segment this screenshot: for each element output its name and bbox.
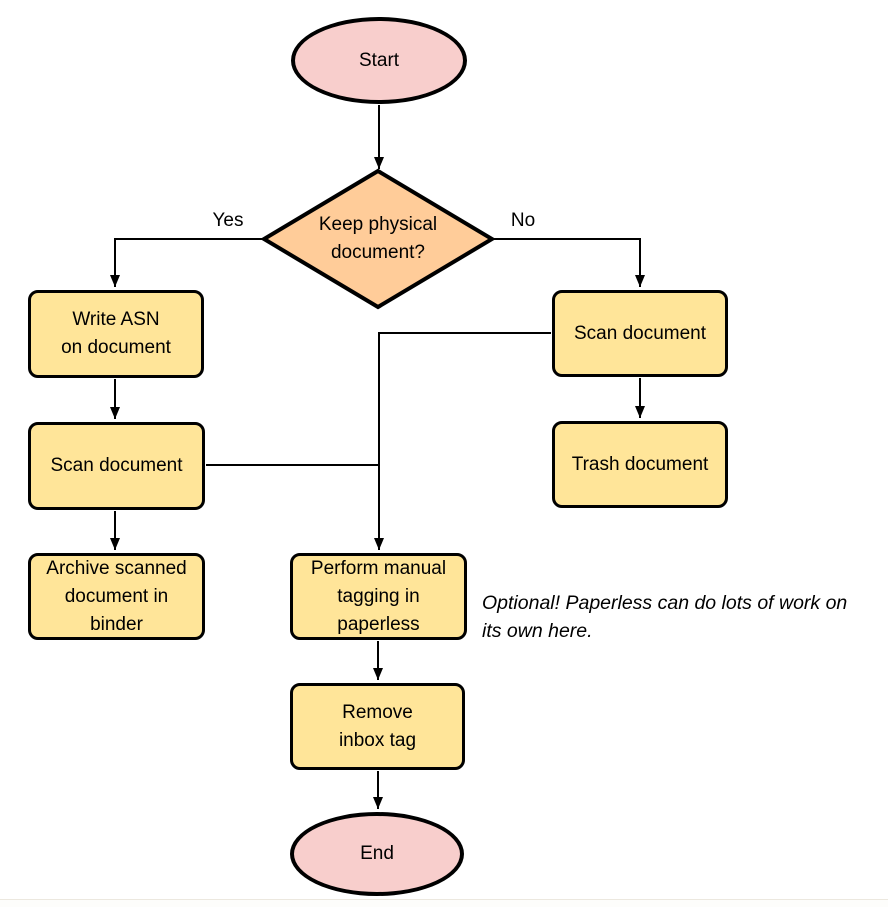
node-end: End xyxy=(290,812,464,896)
node-trash-document: Trash document xyxy=(552,421,728,508)
node-remove-inbox-tag-label: Remove inbox tag xyxy=(338,701,417,751)
node-scan-document-right: Scan document xyxy=(552,290,728,377)
edge-label-no: No xyxy=(510,210,536,231)
node-start-label: Start xyxy=(358,49,400,71)
node-archive-binder-label: Archive scanned document in binder xyxy=(46,557,187,635)
page-bottom-strip xyxy=(0,900,888,907)
node-start: Start xyxy=(291,17,467,104)
node-manual-tagging-label: Perform manual tagging in paperless xyxy=(310,557,447,635)
node-remove-inbox-tag: Remove inbox tag xyxy=(290,683,465,770)
page-bottom-divider xyxy=(0,899,888,900)
edge-label-yes: Yes xyxy=(212,210,244,231)
node-decision-label: Keep physical document? xyxy=(318,214,438,263)
node-decision: Keep physical document? xyxy=(261,168,495,310)
node-trash-document-label: Trash document xyxy=(571,453,709,475)
node-write-asn: Write ASN on document xyxy=(28,290,204,378)
node-end-label: End xyxy=(360,843,394,864)
edge-decision-yes-to-write-asn xyxy=(110,238,263,287)
edge-scan-right-to-tagging xyxy=(374,332,551,550)
node-scan-document-left: Scan document xyxy=(28,422,205,510)
optional-note: Optional! Paperless can do lots of work … xyxy=(482,592,848,642)
node-write-asn-label: Write ASN on document xyxy=(61,309,171,358)
decision-diamond-shape xyxy=(261,168,495,310)
node-scan-document-right-label: Scan document xyxy=(573,322,707,344)
node-manual-tagging: Perform manual tagging in paperless xyxy=(290,553,467,640)
edge-decision-no-to-scan-right xyxy=(493,238,645,287)
node-archive-binder: Archive scanned document in binder xyxy=(28,553,205,640)
node-scan-document-left-label: Scan document xyxy=(50,455,183,476)
